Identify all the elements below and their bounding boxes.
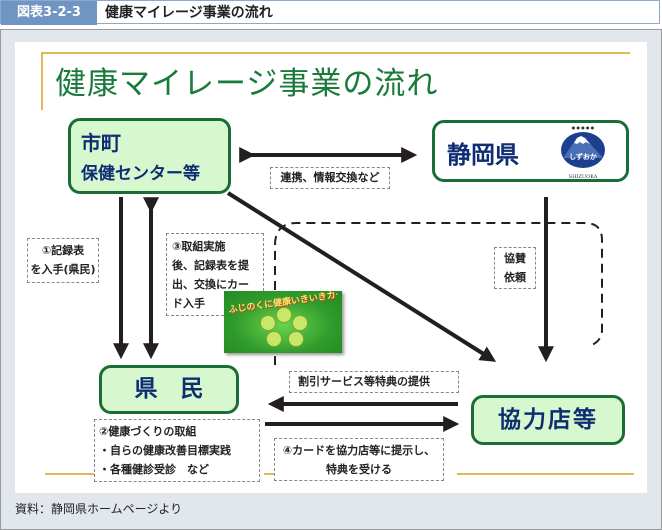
arrow-diagonal <box>226 191 497 362</box>
label-sponsorship: 協賛 依頼 <box>494 247 536 289</box>
cooperation-text: 連携、情報交換など <box>280 171 380 184</box>
shizuoka-logo: ● ● ● ● ● SHIZUOKA しずおか <box>553 124 613 180</box>
step1-line2: を入手(県民) <box>30 263 96 276</box>
municipality-sublabel: 保健センター等 <box>81 164 200 184</box>
sponsorship-region <box>274 222 603 365</box>
label-step1: ①記録表 を入手(県民) <box>27 238 99 283</box>
step3-line2: 後、記録表を提 <box>172 259 249 272</box>
step2-line2: ・自らの健康改善目標実践 <box>99 444 231 457</box>
step2-line1: ②健康づくりの取組 <box>99 425 197 438</box>
label-cooperation: 連携、情報交換など <box>270 167 390 189</box>
label-discount: 割引サービス等特典の提供 <box>289 371 459 393</box>
label-step4: ④カードを協力店等に提示し、 特典を受ける <box>274 438 444 481</box>
node-citizens: 県 民 <box>99 365 239 414</box>
source-note: 資料：静岡県ホームページより <box>15 502 183 516</box>
step3-line3: 出、交換にカー <box>172 278 249 291</box>
step3-line4: ド入手 <box>172 297 205 310</box>
municipality-label: 市町 <box>81 131 121 155</box>
sponsorship-line1: 協賛 <box>504 252 526 265</box>
step1-line1: ①記録表 <box>41 244 85 257</box>
figure-number: 図表3-2-3 <box>1 1 97 25</box>
step4-line1: ④カードを協力店等に提示し、 <box>282 444 436 457</box>
figure-title: 健康マイレージ事業の流れ <box>105 5 273 21</box>
discount-text: 割引サービス等特典の提供 <box>298 375 430 388</box>
sponsorship-line2: 依頼 <box>504 271 526 284</box>
health-card-image: ふじのくに健康いきいきカード <box>224 288 342 353</box>
node-partner-stores: 協力店等 <box>471 395 625 445</box>
citizens-label: 県 民 <box>134 376 204 402</box>
label-step2: ②健康づくりの取組 ・自らの健康改善目標実践 ・各種健診受診 など <box>94 419 260 482</box>
title-frame-line <box>41 52 630 110</box>
prefecture-label: 静岡県 <box>447 141 519 169</box>
svg-text:● ● ● ● ●: ● ● ● ● ● <box>572 125 595 130</box>
partner-stores-label: 協力店等 <box>498 407 598 433</box>
node-municipality: 市町 保健センター等 <box>68 118 231 194</box>
logo-caption: SHIZUOKA <box>569 174 598 180</box>
figure-header: 図表3-2-3 健康マイレージ事業の流れ <box>0 0 660 25</box>
logo-text: しずおか <box>569 153 597 161</box>
step4-line2: 特典を受ける <box>326 463 392 476</box>
mount-fuji-icon: ● ● ● ● ● SHIZUOKA <box>561 125 605 180</box>
step2-line3: ・各種健診受診 など <box>99 463 209 476</box>
diagram-title: 健康マイレージ事業の流れ <box>55 66 439 102</box>
step3-line1: ③取組実施 <box>172 240 226 253</box>
